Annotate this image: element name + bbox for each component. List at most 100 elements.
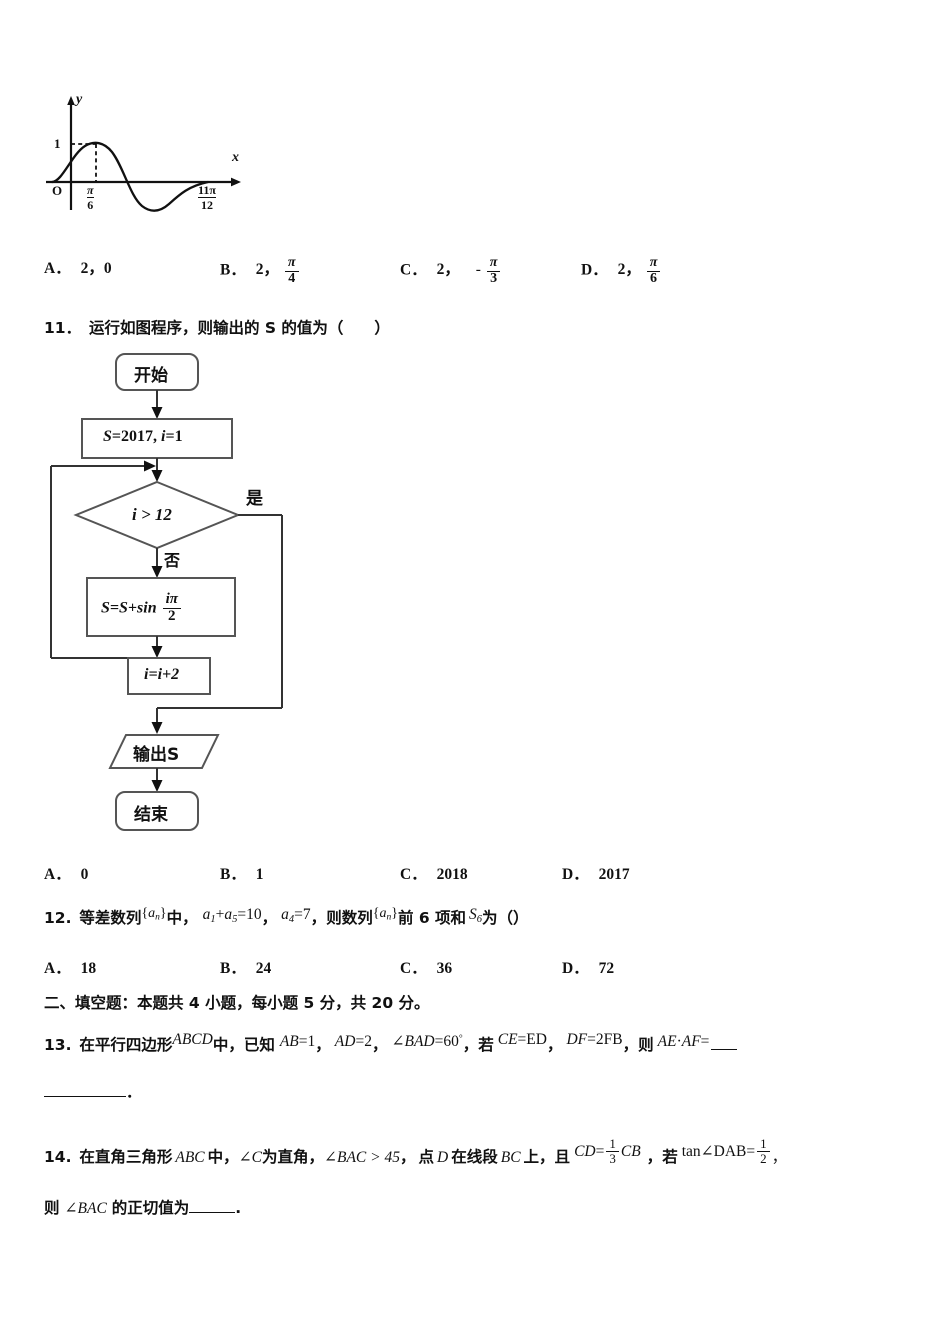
q11-option-a[interactable]: A． 0	[44, 862, 88, 884]
q10-option-c-frac-den: 3	[486, 270, 501, 287]
q13-result: AE·AF=	[658, 1033, 710, 1050]
q13-answer-blank-inline[interactable]	[711, 1036, 738, 1050]
arrowhead-no-branch	[151, 566, 163, 578]
q12-seq1-sub: n	[155, 912, 160, 923]
q12-sum-sub: 6	[476, 913, 483, 925]
q12-sum-s: S	[469, 906, 477, 923]
q12-option-c[interactable]: C． 36	[400, 956, 452, 978]
q12-expr1-b: a	[224, 906, 233, 923]
q14-mid4: 在线段	[451, 1147, 498, 1166]
arrowhead-init-to-decision	[151, 470, 163, 482]
accumulate-frac-num: iπ	[165, 591, 178, 607]
flowchart-accumulate-label: S=S+sin iπ 2	[101, 591, 183, 625]
x-axis-arrowhead	[231, 177, 241, 187]
q12-expr2-eq: =7	[294, 906, 311, 923]
init-variable-s: S	[103, 428, 112, 445]
q10-option-b[interactable]: B． 2， π 4	[220, 255, 301, 287]
q10-option-c-text: 2，	[436, 261, 460, 279]
q12-option-d[interactable]: D． 72	[562, 956, 614, 978]
q10-option-c-sign: -	[475, 261, 481, 279]
q14-lead: 在直角三角形	[79, 1147, 173, 1166]
flowchart-end-label: 结束	[134, 805, 168, 825]
accumulate-lhs: S=S+sin	[101, 599, 157, 617]
q11-option-c-letter: C．	[400, 866, 427, 883]
q10-option-d[interactable]: D． 2， π 6	[581, 255, 662, 286]
q12-seq1-close: }	[159, 906, 167, 921]
accumulate-fraction: iπ 2	[162, 591, 181, 625]
q10-option-d-frac-num: π	[649, 255, 658, 270]
q13-mid1: 中，已知	[212, 1036, 275, 1054]
q12-expr2-sub: 4	[288, 913, 295, 925]
q10-option-c[interactable]: C． 2， - π 3	[400, 255, 502, 287]
q13-result-rhs: AF	[681, 1033, 701, 1050]
q12-seq2-open: {	[372, 906, 380, 921]
q12-stem: 12. 等差数列{an}中，a1+a5=10，a4=7，则数列{an}前 6 项…	[44, 906, 529, 929]
q10-option-c-letter: C．	[400, 261, 427, 279]
q12-expr1-eq: =10	[237, 906, 262, 923]
q12-number: 12.	[44, 909, 72, 927]
q13-comma4: ，	[546, 1036, 563, 1054]
q13-ze: 则	[638, 1036, 654, 1054]
q10-option-a[interactable]: A． 2，0	[44, 256, 112, 278]
q12-option-a-letter: A．	[44, 960, 71, 977]
section2-heading: 二、填空题：本题共 4 小题，每小题 5 分，共 20 分。	[44, 994, 430, 1012]
q10-option-d-letter: D．	[581, 261, 608, 279]
q11-option-d[interactable]: D． 2017	[562, 862, 630, 884]
arrowhead-to-output	[151, 722, 163, 734]
q11-stem: 11． 运行如图程序，则输出的 S 的值为（ ）	[44, 316, 390, 338]
q11-option-d-letter: D．	[562, 866, 589, 883]
q13-angle: ∠BAD=60°	[391, 1033, 462, 1050]
init-value-i: =1	[165, 428, 183, 445]
q14-ruo: 若	[662, 1147, 678, 1166]
amplitude-tick-label: 1	[54, 136, 61, 151]
flowchart-svg	[50, 353, 283, 831]
q12-option-a[interactable]: A． 18	[44, 956, 96, 978]
q13-comma5: ，	[622, 1036, 639, 1054]
q13-number: 13.	[44, 1036, 72, 1054]
q13-ce-value: =ED	[517, 1031, 547, 1048]
q13-comma2: ，	[371, 1036, 388, 1054]
q13-answer-blank-continued[interactable]	[44, 1083, 126, 1097]
q12-option-a-text: 18	[80, 960, 97, 977]
sine-curve-path	[50, 141, 210, 212]
q13-ruo: 若	[478, 1036, 494, 1054]
q13-period: ．	[126, 1083, 142, 1101]
increment-process-shape	[127, 657, 211, 695]
q12-tail: 为（）	[482, 909, 529, 927]
end-terminator-shape	[115, 791, 199, 831]
arrowhead-output-to-end	[151, 780, 163, 792]
sine-curve-svg	[46, 96, 241, 212]
q11-number: 11．	[44, 319, 82, 337]
q13-quadrilateral: ABCD	[172, 1031, 213, 1048]
q12-mid3: 前 6 项和	[397, 909, 467, 927]
q12-comma2: ，	[310, 909, 327, 927]
q12-sum: S6	[469, 906, 483, 925]
q13-angle-label: ∠BAD	[391, 1033, 435, 1050]
q12-expr1-plus: +	[215, 906, 225, 923]
init-value-s: =2017,	[111, 428, 162, 445]
q13-df-value: =2FB	[587, 1031, 623, 1048]
q12-lead: 等差数列	[79, 909, 142, 927]
q12-option-b-text: 24	[255, 960, 272, 977]
q11-option-b-text: 1	[255, 866, 264, 883]
flowchart-increment-label: i=i+2	[144, 666, 180, 683]
q13-ce: CE=ED	[498, 1031, 547, 1048]
q10-option-b-frac-den: 4	[284, 270, 299, 287]
q12-option-d-text: 72	[598, 960, 615, 977]
q12-option-b[interactable]: B． 24	[220, 956, 271, 978]
q10-option-c-fraction: π 3	[486, 255, 501, 287]
q12-expr1-sub2: 5	[232, 913, 238, 925]
q11-option-a-letter: A．	[44, 866, 71, 883]
q11-option-c[interactable]: C． 2018	[400, 862, 468, 884]
q14-answer-blank[interactable]	[189, 1199, 236, 1213]
q13-result-lhs: AE	[657, 1033, 677, 1050]
q11-option-b[interactable]: B． 1	[220, 862, 263, 884]
q14-cd-frac-den: 3	[606, 1150, 619, 1166]
q11-option-d-text: 2017	[598, 866, 630, 883]
q12-option-c-text: 36	[436, 960, 453, 977]
right-x-tick: 11π 12	[198, 184, 216, 211]
